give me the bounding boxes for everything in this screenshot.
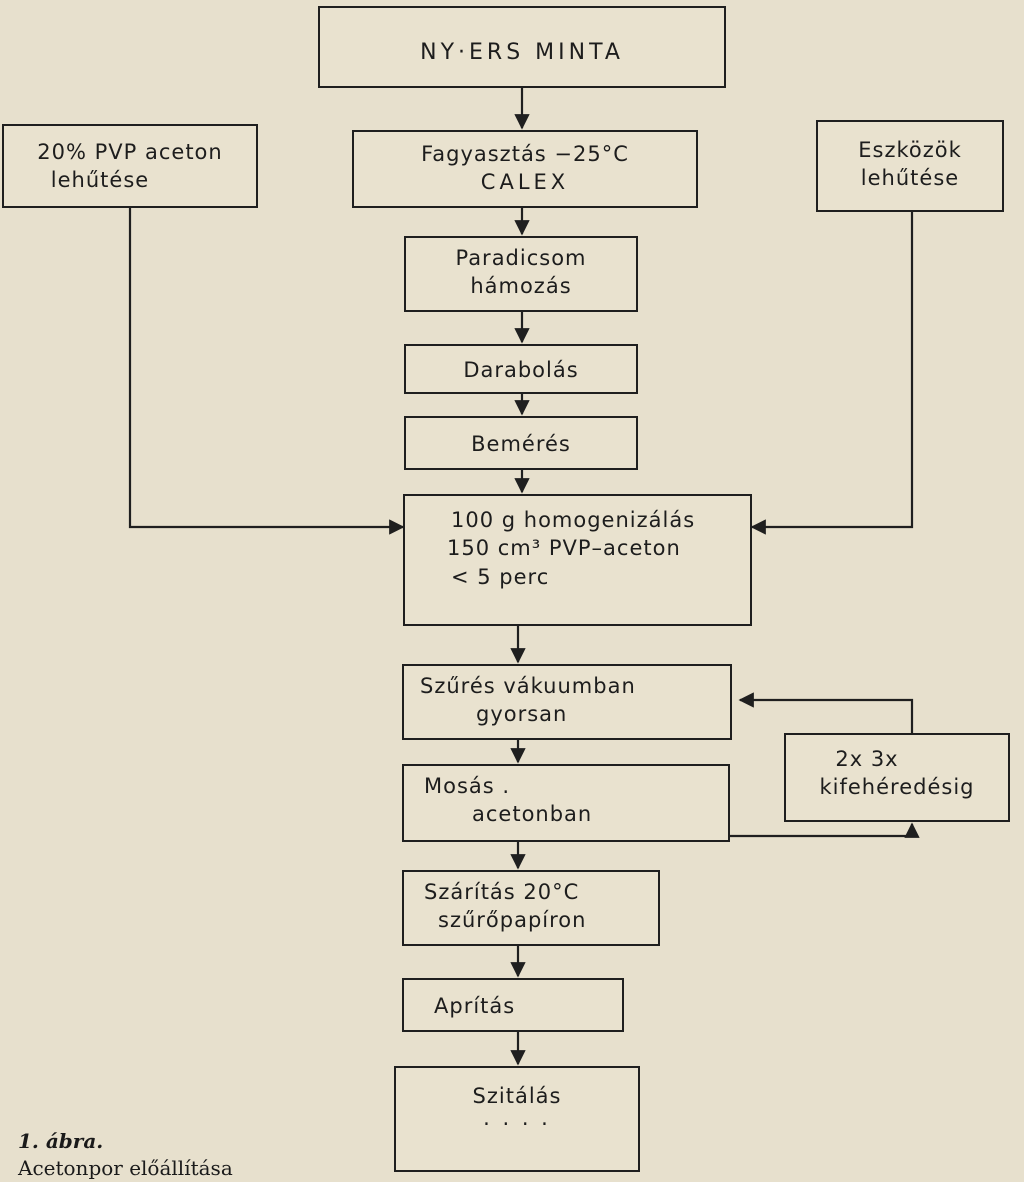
node-homogenization: 100 g homogenizálás 150 cm³ PVP–aceton <… xyxy=(403,494,752,626)
node-repeat: 2x 3x kifehéredésig xyxy=(784,733,1010,822)
figure-title: Acetonpor előállítása xyxy=(18,1156,233,1180)
node-tools-cooling-line: lehűtése xyxy=(860,166,960,191)
node-pvp-cooling: 20% PVP aceton lehűtése xyxy=(2,124,258,208)
edge-repeat-filter xyxy=(738,692,914,733)
node-pvp-cooling-line: 20% PVP aceton xyxy=(37,140,223,164)
node-vacuum-filtering: Szűrés vákuumban gyorsan xyxy=(402,664,732,740)
node-vacuum-filtering-line: Szűrés vákuumban xyxy=(420,674,636,698)
node-acetone-washing-line: acetonban xyxy=(472,802,593,827)
node-cutting-line: Darabolás xyxy=(463,358,579,382)
node-sieving-line: · · · · xyxy=(483,1112,551,1137)
node-pvp-cooling-line: lehűtése xyxy=(50,168,150,193)
node-freezing-line: CALEX xyxy=(480,170,570,195)
node-homogenization-line: 150 cm³ PVP–aceton xyxy=(447,536,681,561)
node-vacuum-filtering-line: gyorsan xyxy=(476,702,568,727)
node-homogenization-line: < 5 perc xyxy=(451,564,550,589)
node-acetone-washing: Mosás . acetonban xyxy=(402,764,730,842)
node-drying-line: Szárítás 20°C xyxy=(424,880,580,904)
edge-pvp-homog xyxy=(128,208,405,535)
node-cutting: Darabolás xyxy=(404,344,638,394)
node-sieving: Szitálás · · · · xyxy=(394,1066,640,1172)
node-homogenization-line: 100 g homogenizálás xyxy=(451,508,696,532)
node-sieving-line: Szitálás xyxy=(472,1084,562,1108)
node-raw-sample: NY·ERS MINTA xyxy=(318,6,726,88)
edge-tools-homog xyxy=(750,212,914,535)
node-peeling-line: hámozás xyxy=(470,274,572,299)
figure-number: 1. ábra. xyxy=(18,1129,104,1153)
node-freezing: Fagyasztás −25°C CALEX xyxy=(352,130,698,208)
node-crushing-line: Aprítás xyxy=(434,994,516,1018)
node-raw-sample-line: NY·ERS MINTA xyxy=(420,40,624,65)
node-drying: Szárítás 20°C szűrőpapíron xyxy=(402,870,660,946)
edge-wash-repeat xyxy=(730,822,920,838)
node-tools-cooling: Eszközök lehűtése xyxy=(816,120,1004,212)
node-tools-cooling-line: Eszközök xyxy=(858,138,962,162)
node-drying-line: szűrőpapíron xyxy=(438,908,587,933)
node-peeling-line: Paradicsom xyxy=(455,246,587,270)
node-repeat-line: kifehéredésig xyxy=(819,775,975,800)
node-acetone-washing-line: Mosás . xyxy=(424,774,511,798)
node-crushing: Aprítás xyxy=(402,978,624,1032)
node-freezing-line: Fagyasztás −25°C xyxy=(421,142,629,166)
node-repeat-line: 2x 3x xyxy=(835,747,899,771)
node-peeling: Paradicsom hámozás xyxy=(404,236,638,312)
figure-caption: 1. ábra. Acetonpor előállítása xyxy=(18,1128,233,1182)
node-weighing: Bemérés xyxy=(404,416,638,470)
node-weighing-line: Bemérés xyxy=(471,432,571,456)
